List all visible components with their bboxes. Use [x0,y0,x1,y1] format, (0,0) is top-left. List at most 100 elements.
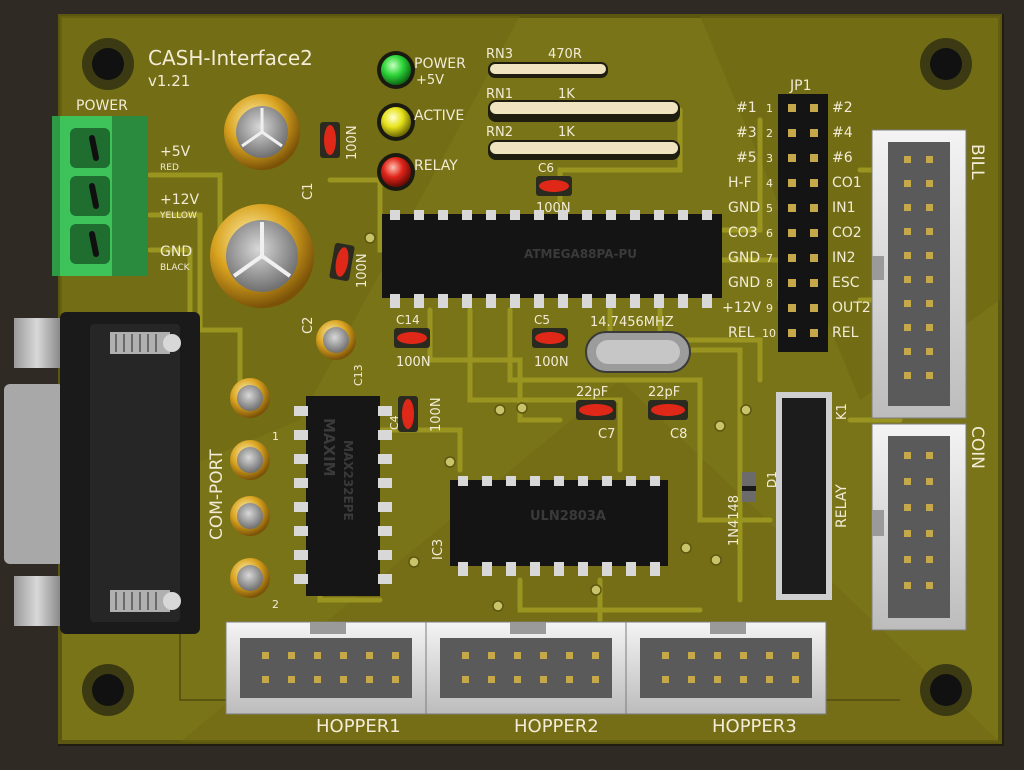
power-terminal-block[interactable] [52,116,148,276]
jp1-pin-number: 8 [766,277,773,290]
uln2803-chip [450,476,668,576]
hopper1-label: HOPPER1 [316,716,401,737]
jp1-header[interactable] [778,94,828,352]
power-pin-label: +5V [160,144,191,160]
ceramic-capacitor [648,400,688,420]
coin-label: COIN [967,426,987,469]
jp1-pin-number: 1 [766,102,773,115]
bill-connector[interactable] [871,129,967,419]
resistor-network [488,62,608,78]
jp1-left-label: #3 [736,125,757,141]
board-version: v1.21 [148,72,190,90]
capacitor-ref: C7 [598,427,615,442]
relay-led [377,153,415,191]
rn-ref: RN3 [486,47,513,62]
capacitor-ref: C13 [352,364,365,386]
capacitor-ref: C6 [538,161,554,175]
rn-value: 470R [548,47,582,62]
jp1-left-label: #5 [736,150,757,166]
resistor-network [488,140,680,160]
mounting-hole [920,664,972,716]
com-port-connector[interactable] [4,312,200,634]
jp1-left-label: #1 [736,100,757,116]
rn-ref: RN2 [486,125,513,140]
capacitor-ref: C4 [388,415,401,430]
capacitor-value: 22pF [576,385,608,400]
jp1-pin-number: 7 [766,252,773,265]
jp1-pin-number: 10 [762,327,776,340]
ceramic-capacitor [394,328,430,348]
jp1-left-label: GND [728,275,760,291]
electrolytic-capacitor [224,94,300,170]
hopper2-connector[interactable] [425,621,627,715]
capacitor-ref: C8 [670,427,687,442]
jp1-pin-number: 5 [766,202,773,215]
hopper3-connector[interactable] [625,621,827,715]
relay-ref: K1 [835,403,850,420]
electrolytic-capacitor [230,496,270,536]
ceramic-capacitor [536,176,572,196]
coin-connector[interactable] [871,423,967,631]
electrolytic-capacitor [316,320,356,360]
power-pin-label: +12V [160,192,200,208]
power-pin-color: BLACK [160,263,191,273]
crystal [585,331,691,373]
max232-chip [294,396,392,596]
mounting-hole [82,664,134,716]
capacitor-value: 100N [396,355,431,370]
rn-ref: RN1 [486,87,513,102]
jp1-pin-number: 4 [766,177,773,190]
ceramic-capacitor [532,328,568,348]
jp1-left-label: CO3 [728,225,758,241]
crystal-value: 14.7456MHZ [590,315,674,330]
rn-value: 1K [558,87,575,102]
led-label: ACTIVE [414,108,464,124]
capacitor-ref: C5 [534,313,550,327]
electrolytic-capacitor [230,378,270,418]
power-pin-color: YELLOW [159,211,197,221]
rn-value: 1K [558,125,575,140]
diode [742,472,756,502]
board-title: CASH-Interface2 [148,46,313,70]
jp1-right-label: #6 [832,150,853,166]
relay-label: RELAY [834,484,850,528]
com-port-label: COM-PORT [207,449,227,540]
hopper1-connector[interactable] [225,621,427,715]
jp1-right-label: #2 [832,100,853,116]
diode-ref: D1 [765,471,779,488]
power-pin-color: RED [160,163,179,173]
capacitor-value: 100N [345,125,360,160]
jp1-right-label: CO1 [832,175,862,191]
mounting-hole [82,38,134,90]
capacitor-value: 100N [355,253,370,288]
power-led [377,51,415,89]
jp1-left-label: +12V [722,300,762,316]
electrolytic-capacitor [230,440,270,480]
diode-part: 1N4148 [727,495,742,546]
led-label: POWER [414,56,466,72]
resistor-network [488,100,680,122]
jp1-pin-number: 3 [766,152,773,165]
led-sublabel: +5V [416,73,444,88]
capacitor-ref: C2 [301,317,316,334]
hopper3-label: HOPPER3 [712,716,797,737]
capacitor-value: 22pF [648,385,680,400]
max232-logo: MAXIM [320,418,338,477]
com-port-pin: 1 [272,430,279,443]
capacitor-value: 100N [534,355,569,370]
jp1-right-label: IN2 [832,250,856,266]
jp1-right-label: IN1 [832,200,856,216]
hopper2-label: HOPPER2 [514,716,599,737]
atmega-part: ATMEGA88PA-PU [524,247,637,261]
ceramic-capacitor [320,122,340,158]
com-port-pin: 2 [272,598,279,611]
jp1-right-label: #4 [832,125,853,141]
max232-part: MAX232EPE [341,440,355,521]
capacitor-ref: C14 [396,313,420,327]
power-connector-title: POWER [76,98,128,114]
active-led [377,103,415,141]
jp1-pin-number: 2 [766,127,773,140]
jp1-right-label: OUT2 [832,300,871,316]
electrolytic-capacitor [210,204,314,308]
